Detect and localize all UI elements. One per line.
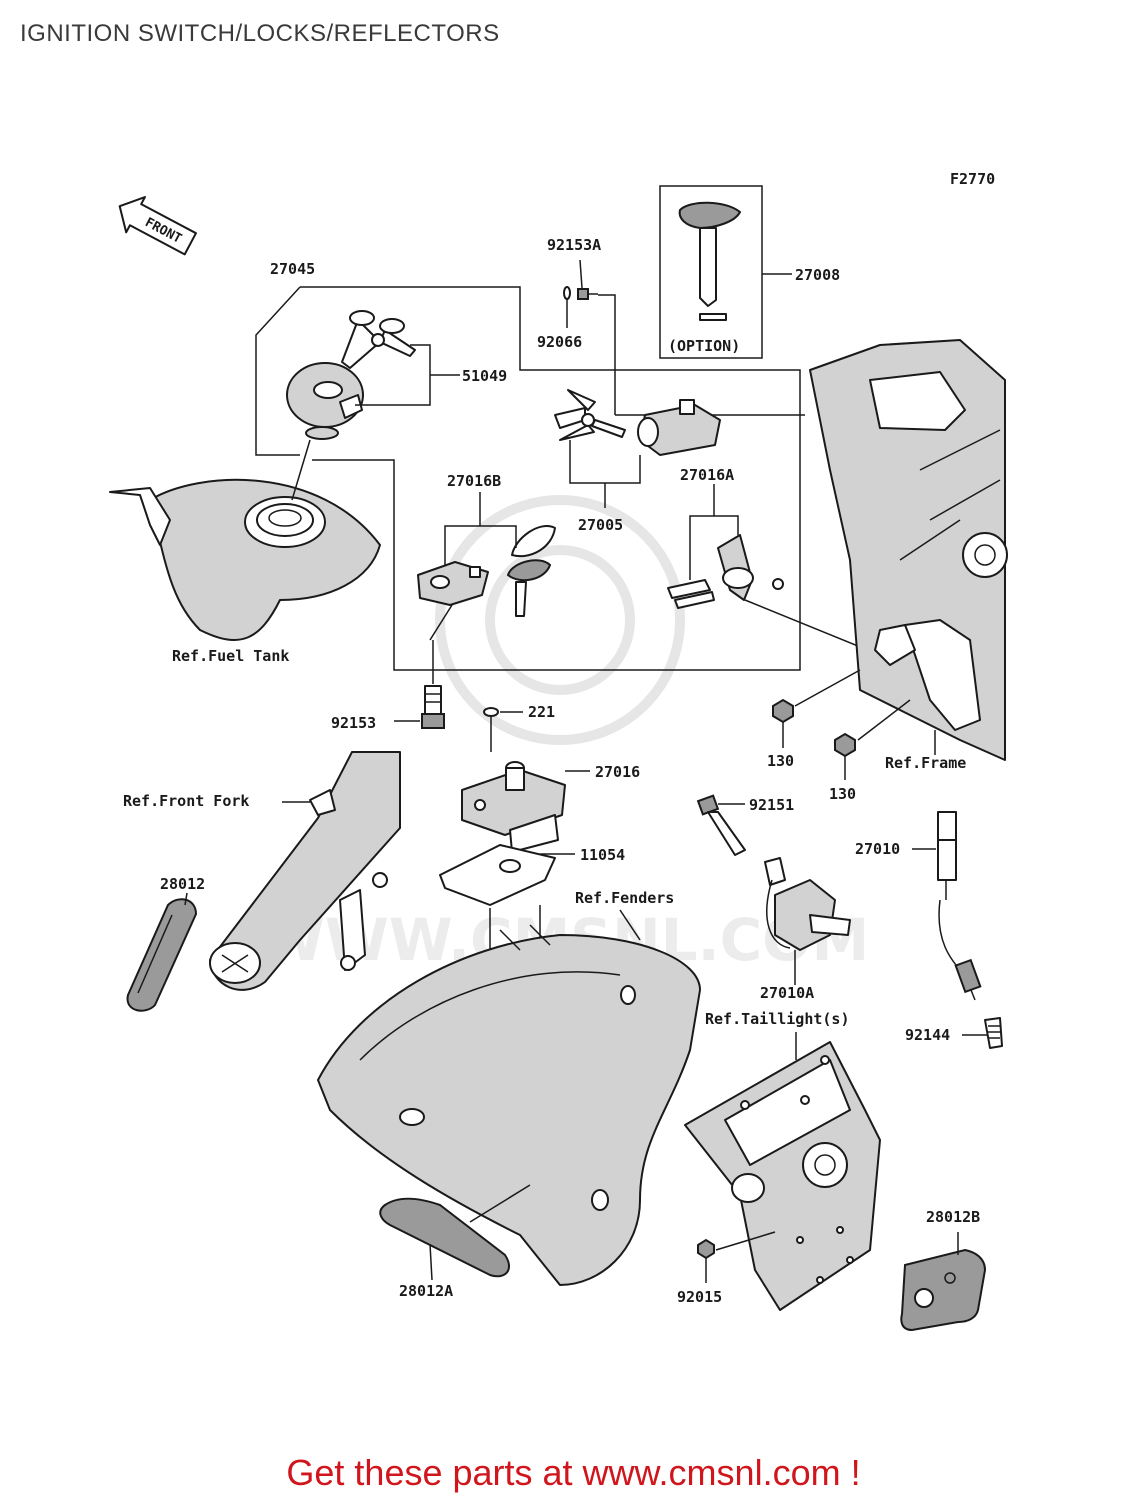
ref-front-fork: Ref.Front Fork — [123, 792, 249, 810]
leader-92153A — [598, 294, 616, 415]
callout-92151: 92151 — [749, 796, 794, 814]
leader-92153A-top — [579, 259, 583, 289]
ref-taillights: Ref.Taillight(s) — [705, 1010, 850, 1028]
callout-28012B: 28012B — [926, 1208, 980, 1226]
bracket-11054 — [439, 844, 556, 906]
leader-130-right-frame — [857, 699, 911, 741]
reflector-28012B — [900, 1248, 987, 1332]
callout-27008: 27008 — [795, 266, 840, 284]
keys-27016A — [667, 579, 715, 609]
leader-28012 — [184, 892, 188, 906]
callout-92153: 92153 — [331, 714, 376, 732]
reflector-28012A — [379, 1197, 510, 1278]
figure-code: F2770 — [950, 170, 995, 188]
ignition-switch — [637, 399, 721, 456]
fuel-cap — [286, 362, 364, 440]
taillight-bracket — [684, 1041, 881, 1311]
rear-fender — [317, 924, 701, 1286]
nut-130-right — [834, 732, 856, 758]
callout-130-left: 130 — [767, 752, 794, 770]
lock-27016 — [461, 761, 566, 853]
reflector-28012 — [126, 898, 198, 1012]
leader-27016B-down — [429, 604, 453, 641]
ignition-keys — [554, 389, 626, 441]
front-fork — [209, 751, 401, 991]
promo-link[interactable]: Get these parts at www.cmsnl.com ! — [286, 1452, 861, 1493]
callout-11054: 11054 — [580, 846, 625, 864]
callout-28012: 28012 — [160, 875, 205, 893]
option-label: (OPTION) — [668, 337, 740, 355]
connector-27010 — [937, 811, 982, 1001]
callout-92066: 92066 — [537, 333, 582, 351]
option-key — [678, 201, 742, 321]
group-frame-27045 — [255, 286, 301, 456]
front-direction-arrow: FRONT — [118, 196, 197, 256]
ref-fenders: Ref.Fenders — [575, 889, 674, 907]
motorcycle-frame — [809, 339, 1008, 761]
fuel-cap-keys — [341, 310, 416, 369]
callout-27010: 27010 — [855, 840, 900, 858]
callout-221: 221 — [528, 703, 555, 721]
bolt-92151 — [696, 794, 746, 856]
callout-92144: 92144 — [905, 1026, 950, 1044]
leader-fenders — [619, 909, 641, 941]
ref-fuel-tank: Ref.Fuel Tank — [172, 647, 289, 665]
callout-27010A: 27010A — [760, 984, 814, 1002]
screw-221 — [483, 707, 499, 752]
group-frame-27045-top — [300, 286, 801, 671]
fuel-tank — [109, 478, 381, 641]
callout-27045: 27045 — [270, 260, 315, 278]
nut-92015 — [697, 1238, 715, 1260]
leader-fender-bottom — [469, 1184, 531, 1223]
bolt-92153 — [421, 685, 445, 729]
screw-92153A — [563, 286, 598, 300]
leader-92015-bracket — [715, 1231, 776, 1251]
callout-27016B: 27016B — [447, 472, 501, 490]
spring-92144 — [984, 1017, 1003, 1049]
callout-92153A: 92153A — [547, 236, 601, 254]
callout-92015: 92015 — [677, 1288, 722, 1306]
callout-27016: 27016 — [595, 763, 640, 781]
callout-51049: 51049 — [462, 367, 507, 385]
option-key-box — [659, 185, 763, 359]
callout-27005: 27005 — [578, 516, 623, 534]
callout-27016A: 27016A — [680, 466, 734, 484]
lock-27016A — [717, 534, 784, 601]
nut-130-left — [772, 698, 794, 724]
leader-27005 — [569, 440, 641, 484]
leader-28012A — [429, 1243, 433, 1281]
lock-27016B — [417, 561, 489, 606]
switch-27010A — [764, 857, 851, 951]
leader-130-left-frame — [794, 669, 861, 707]
ref-frame: Ref.Frame — [885, 754, 966, 772]
leader-fuel-cap-down — [291, 439, 311, 501]
page-title: IGNITION SWITCH/LOCKS/REFLECTORS — [20, 20, 500, 47]
callout-130-right: 130 — [829, 785, 856, 803]
callout-28012A: 28012A — [399, 1282, 453, 1300]
keys-27016B — [506, 525, 556, 617]
